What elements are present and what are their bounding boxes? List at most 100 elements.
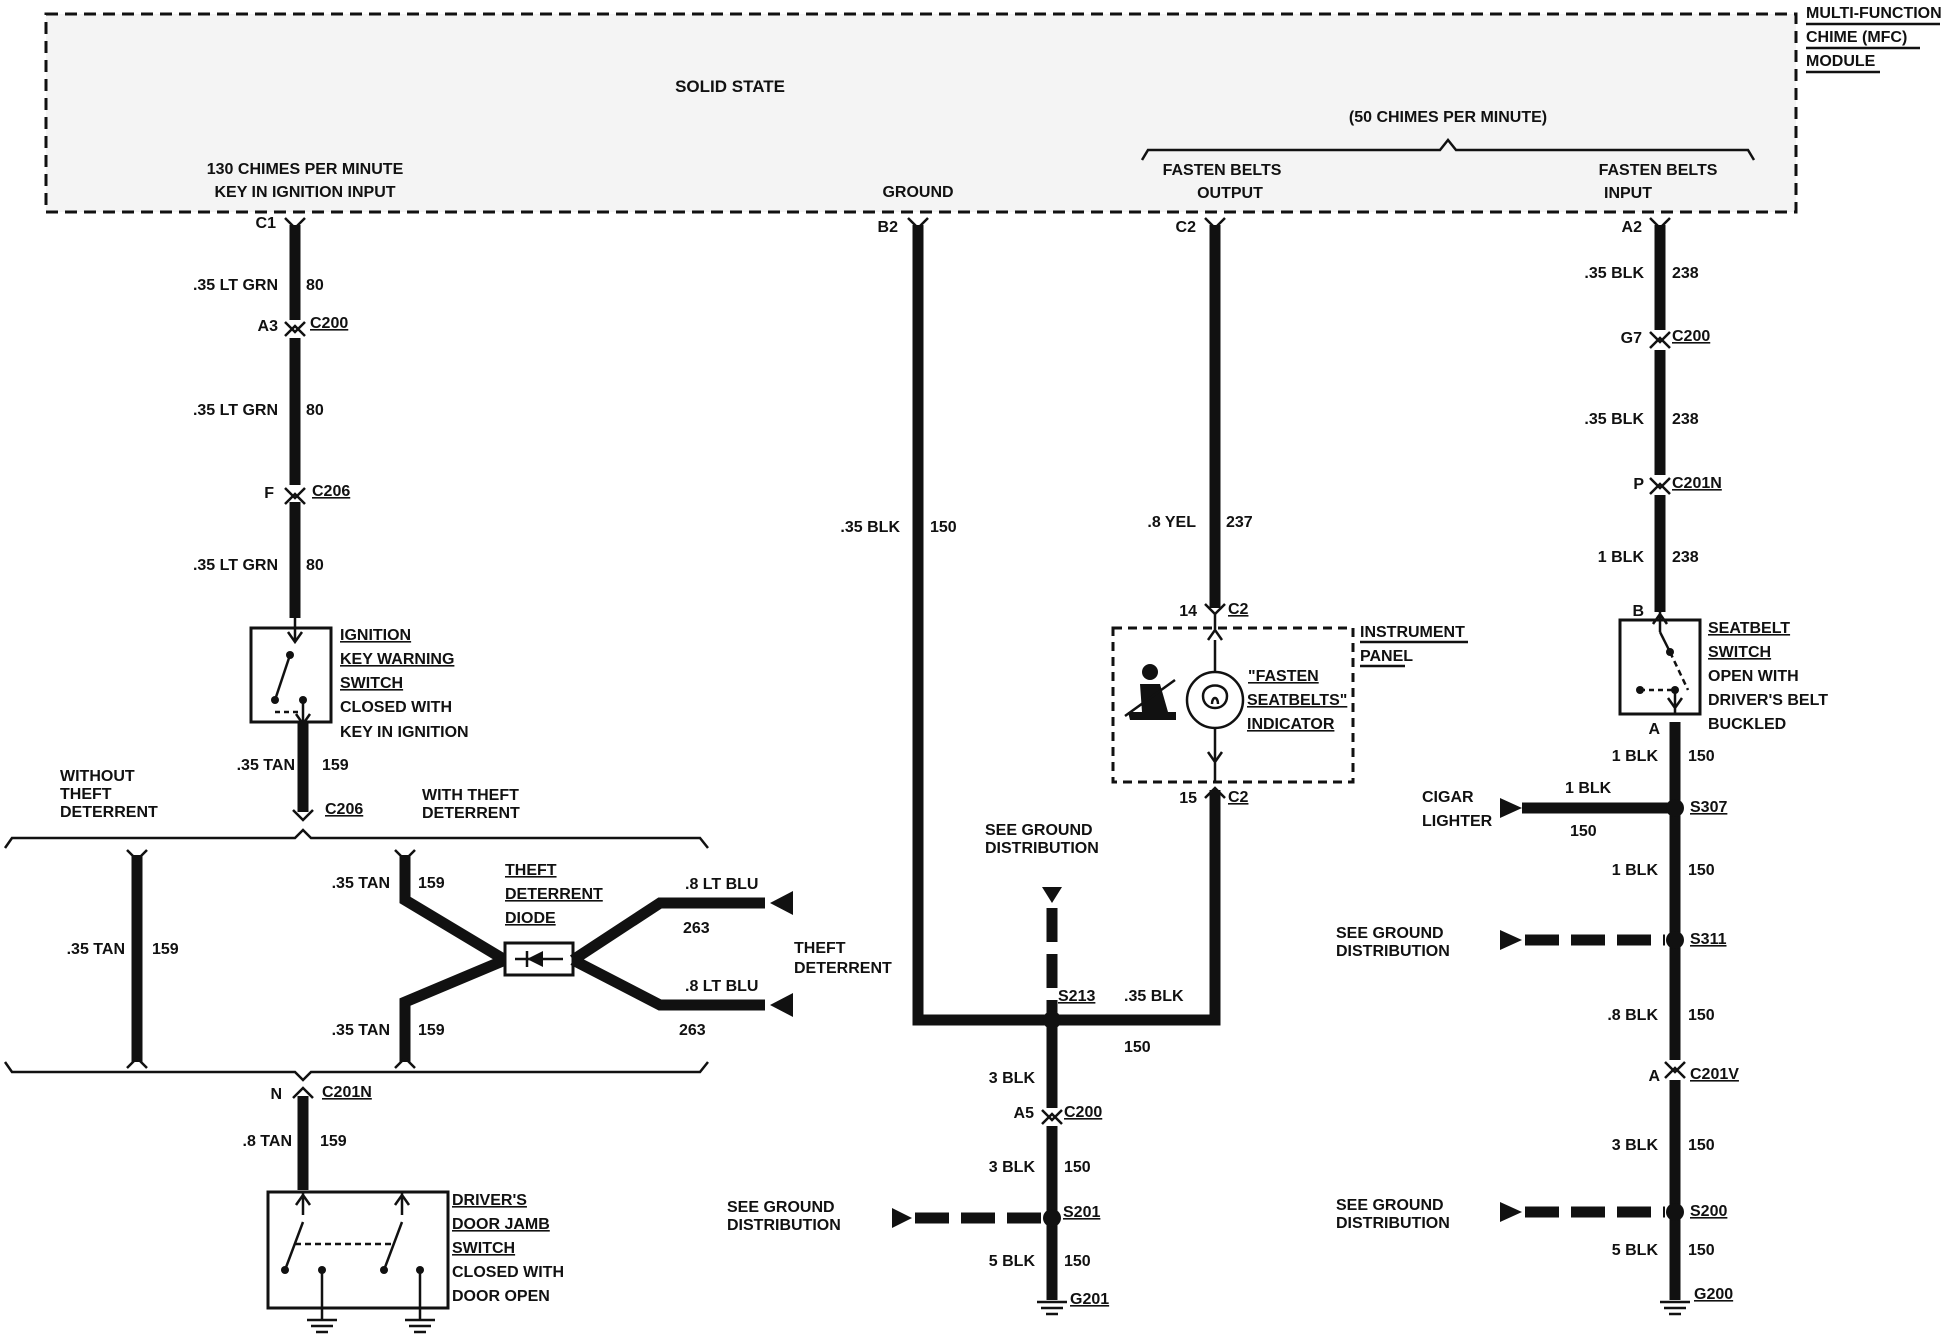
pin-a: A [1648, 721, 1660, 738]
ground-symbol-g201 [1037, 1300, 1067, 1316]
wire8-label: 5 BLK [1612, 1242, 1659, 1259]
ground-dist-arrow-1 [1042, 887, 1062, 903]
chimes-brace [1140, 137, 1756, 161]
conn-c2-top: C2 [1228, 601, 1249, 618]
wire3-number: 238 [1672, 549, 1699, 566]
wire1-number: 80 [306, 277, 324, 294]
cigar-wire: 1 BLK [1565, 780, 1612, 797]
seatbelt-icon [1124, 664, 1176, 720]
pin-a3: A3 [258, 318, 279, 335]
cigar-arrow [1500, 798, 1522, 818]
ind-line1: "FASTEN [1248, 668, 1319, 685]
wire4-number: 159 [322, 757, 349, 774]
module-dashed-box [44, 12, 1798, 214]
ground-g200: G200 [1694, 1286, 1733, 1303]
c200-connector-chevron [284, 321, 306, 337]
conn-c201n-key: C201N [322, 1084, 372, 1101]
wire10-number: 159 [320, 1133, 347, 1150]
wire3-number: 80 [306, 557, 324, 574]
conn-c201n-belt: C201N [1672, 475, 1722, 492]
sw-line4: DRIVER'S BELT [1708, 692, 1828, 709]
wire6-number: 159 [418, 875, 445, 892]
wire9-label: .8 LT BLU [685, 978, 758, 995]
without-line3: DETERRENT [60, 804, 158, 821]
conn-c2-bottom: C2 [1228, 789, 1249, 806]
door-jamb-switch-box [266, 1190, 450, 1310]
wire1-label: .35 BLK [840, 519, 900, 536]
wire5-number: 150 [1688, 862, 1715, 879]
pin-a-c201v: A [1648, 1068, 1660, 1085]
splice-s200-label: S200 [1690, 1203, 1727, 1220]
ground-symbol-g200 [1660, 1300, 1690, 1316]
theft-arrow-top [770, 891, 793, 915]
wire2-label: .35 BLK [1124, 988, 1184, 1005]
splice-s307-label: S307 [1690, 799, 1727, 816]
chime-module: MULTI-FUNCTION CHIME (MFC) MODULE SOLID … [44, 5, 1942, 214]
fasten-input-line1: FASTEN BELTS [1599, 162, 1718, 179]
wire2-label: .35 BLK [1584, 411, 1644, 428]
door-ground-symbol-2 [405, 1318, 435, 1334]
ground-dist-arrow-s200 [1500, 1202, 1522, 1222]
splice-s201-label: S201 [1063, 1204, 1100, 1221]
pin-f: F [264, 485, 274, 502]
see2-line2: DISTRIBUTION [1336, 1215, 1450, 1232]
wire5-number: 150 [1064, 1253, 1091, 1270]
wire4-label: 3 BLK [989, 1159, 1036, 1176]
wire4-number: 150 [1064, 1159, 1091, 1176]
wire-159-with-bottom [399, 954, 508, 1062]
door-line2: DOOR JAMB [452, 1216, 550, 1233]
pin-b2: B2 [878, 219, 899, 236]
fasten-output-line2: OUTPUT [1197, 185, 1263, 202]
pin-14: 14 [1179, 603, 1197, 620]
door-line3: SWITCH [452, 1240, 515, 1257]
door-line5: DOOR OPEN [452, 1288, 550, 1305]
wire1-number: 238 [1672, 265, 1699, 282]
see2-line1: SEE GROUND [727, 1199, 835, 1216]
wire8-label: .8 LT BLU [685, 876, 758, 893]
wire7-label: .35 TAN [332, 1022, 390, 1039]
conn-c200-belt: C200 [1672, 328, 1710, 345]
see-line2: DISTRIBUTION [1336, 943, 1450, 960]
switch-top-arrow [286, 618, 304, 645]
ind-line3: INDICATOR [1247, 716, 1335, 733]
wire3-label: 1 BLK [1598, 549, 1645, 566]
ign-switch-line2: KEY WARNING [340, 651, 454, 668]
wire8-number: 263 [683, 920, 710, 937]
splice-s201 [1043, 1209, 1061, 1227]
indicator-circuit: C2 .8 YEL 237 14 C2 INSTRUMENT PANEL "FA… [1111, 217, 1468, 1020]
wire2-number: 150 [1124, 1039, 1151, 1056]
wire2-number: 80 [306, 402, 324, 419]
wire10-label: .8 TAN [243, 1133, 292, 1150]
pin-a2: A2 [1622, 219, 1643, 236]
wire1-label: .35 BLK [1584, 265, 1644, 282]
wire-263-top [569, 897, 765, 965]
wire6-number: 150 [1688, 1007, 1715, 1024]
wire4-number: 150 [1688, 748, 1715, 765]
wire5-number: 159 [152, 941, 179, 958]
c1-connector-chevron [284, 217, 306, 230]
c206-connector-chevron [284, 487, 306, 505]
wire1-label: .8 YEL [1147, 514, 1196, 531]
conn-c200-key: C200 [310, 315, 348, 332]
wire5-label: 1 BLK [1612, 862, 1659, 879]
ground-dist-arrow-2 [892, 1208, 912, 1228]
see-line2: DISTRIBUTION [985, 840, 1099, 857]
fasten-input-line2: INPUT [1604, 185, 1652, 202]
wire1-number: 237 [1226, 514, 1253, 531]
sw-line2: SWITCH [1708, 644, 1771, 661]
ground-g201: G201 [1070, 1291, 1109, 1308]
conn-c201v: C201V [1690, 1066, 1739, 1083]
splice-s311 [1666, 931, 1684, 949]
wire9-number: 263 [679, 1022, 706, 1039]
key-input-line2: KEY IN IGNITION INPUT [214, 184, 395, 201]
splice-s311-label: S311 [1690, 931, 1727, 948]
with-line1: WITH THEFT [422, 787, 519, 804]
ind-line2: SEATBELTS" [1247, 692, 1347, 709]
panel-line1: INSTRUMENT [1360, 624, 1465, 641]
diode-line2: DETERRENT [505, 886, 603, 903]
see2-line2: DISTRIBUTION [727, 1217, 841, 1234]
wire2-number: 238 [1672, 411, 1699, 428]
sw-line5: BUCKLED [1708, 716, 1786, 733]
instrument-panel-box [1111, 626, 1355, 784]
